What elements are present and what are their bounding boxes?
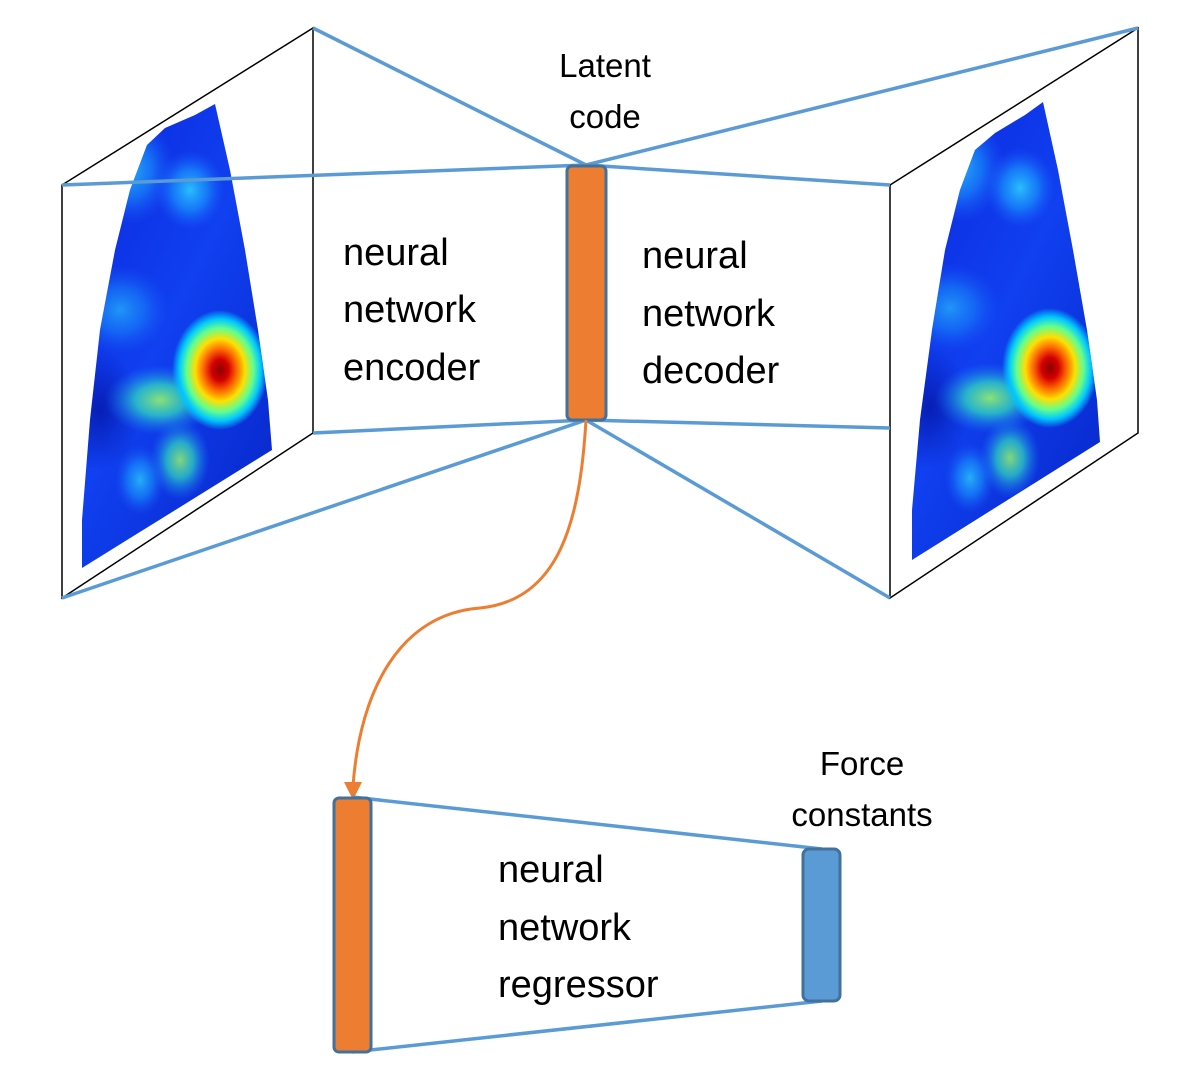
latent-to-regressor-arrow [344,419,588,800]
decoder-label-line3: decoder [642,350,780,392]
regressor-input-bar [332,796,373,1054]
force-constants-label-line2: constants [791,796,932,833]
force-constants-bar [801,847,842,1003]
input-panel [61,26,314,600]
latent-code-label-line2: code [569,98,641,135]
regressor-connections [351,795,823,1054]
encoder-label-line1: neural [343,232,449,274]
decoder-label-line2: network [642,293,776,335]
decoder-label-line1: neural [642,235,748,277]
regressor-label-line1: neural [498,849,604,891]
latent-code-label-line1: Latent [559,47,651,84]
autoencoder-connections [61,26,1139,600]
latent-code-bar [565,164,608,422]
encoder-label-line3: encoder [343,347,481,389]
force-constants-label-line1: Force [820,745,904,782]
output-panel [889,26,1139,600]
encoder-label-line2: network [343,289,477,331]
regressor-label-line3: regressor [498,964,659,1006]
regressor-label-line2: network [498,907,632,949]
